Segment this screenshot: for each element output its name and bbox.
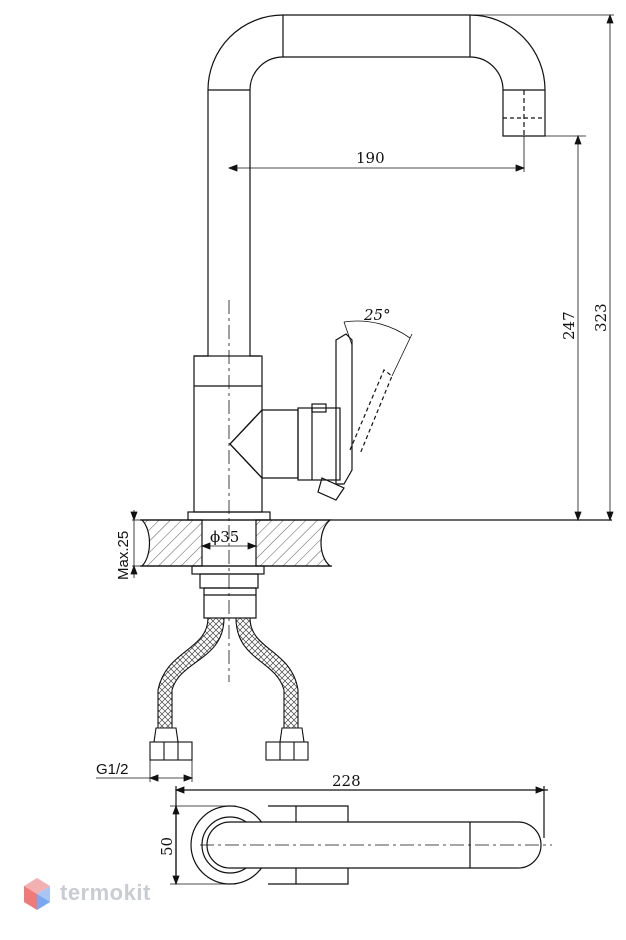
countertop-section	[140, 519, 612, 567]
faucet-side-view	[187, 14, 546, 521]
mounting-hardware	[191, 565, 265, 619]
spout-outline	[194, 14, 546, 357]
faucet-top-view	[170, 786, 552, 886]
dim-hole-diameter: ϕ35	[210, 528, 239, 546]
termokit-logo-icon	[24, 878, 50, 910]
dimension-lines	[96, 13, 614, 782]
faucet-body	[193, 355, 263, 513]
flexible-hoses	[149, 617, 309, 761]
dim-thread: G1/2	[96, 761, 129, 778]
dim-handle-angle: 25°	[363, 306, 391, 324]
dim-total-height: 323	[592, 303, 610, 332]
spout-arm-top	[206, 821, 542, 869]
dim-max-thickness: Max.25	[115, 531, 132, 580]
brand-name: termokit	[60, 880, 151, 905]
handle-mount	[229, 409, 299, 479]
dim-outlet-height: 247	[560, 311, 578, 340]
dim-top-width: 50	[158, 837, 176, 856]
dim-spout-reach: 190	[356, 149, 385, 167]
handle-lever	[335, 333, 353, 485]
hose-left	[157, 617, 225, 729]
dim-top-length: 228	[332, 772, 361, 790]
hose-right	[235, 617, 299, 729]
